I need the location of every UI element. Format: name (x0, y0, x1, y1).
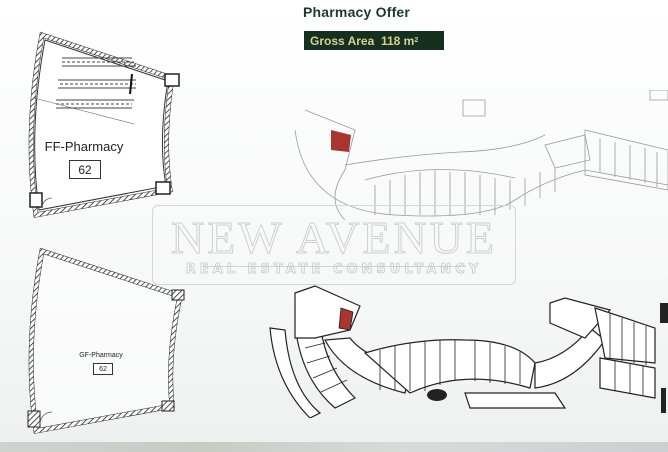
gf-pharmacy-floorplan (27, 247, 185, 434)
first-floor-mall-plan (294, 90, 668, 221)
bottom-background-strip (0, 442, 668, 452)
page-title: Pharmacy Offer (303, 4, 411, 20)
ff-pharmacy-label: FF-Pharmacy (44, 139, 124, 154)
ff-pharmacy-floorplan (28, 31, 180, 218)
ff-pharmacy-number: 62 (69, 160, 101, 179)
gf-pharmacy-number: 62 (93, 363, 113, 375)
gf-pharmacy-label: GF-Pharmacy (79, 352, 123, 359)
gross-area-value: 118 m (380, 33, 415, 48)
ground-floor-mall-plan (269, 285, 668, 418)
gross-area-label: Gross Area (310, 33, 375, 48)
gross-area-unit: 2 (414, 37, 419, 44)
